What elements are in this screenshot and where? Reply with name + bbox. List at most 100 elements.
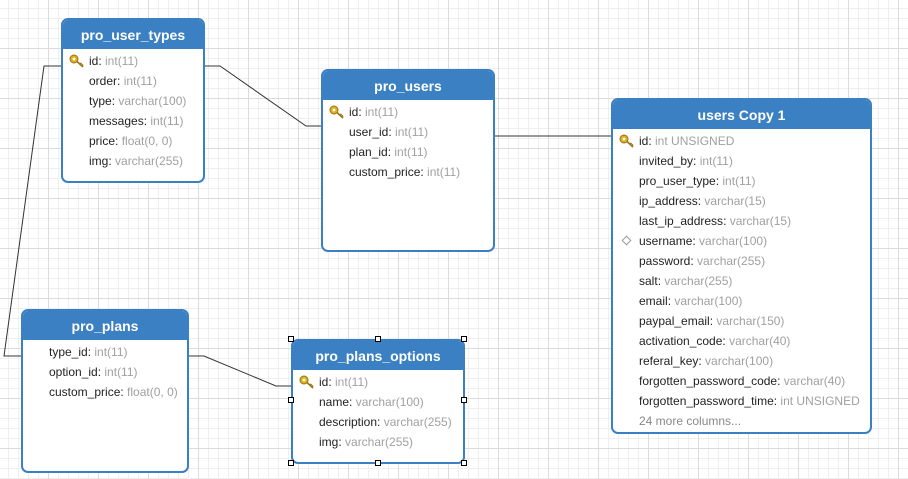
column-type: float(0, 0) xyxy=(121,134,173,148)
table-header: pro_plans_options xyxy=(293,341,463,370)
column-row[interactable]: email: varchar(100) xyxy=(639,294,743,308)
column-row[interactable]: salt: varchar(255) xyxy=(639,274,733,288)
column-type: int(11) xyxy=(699,154,733,168)
column-row[interactable]: order: int(11) xyxy=(89,74,157,88)
primary-key-icon xyxy=(69,54,85,68)
column-name: description xyxy=(319,415,378,429)
column-type: int(11) xyxy=(150,114,184,128)
column-row[interactable]: id: int(11) xyxy=(63,51,203,71)
column-row[interactable]: price: float(0, 0) xyxy=(89,134,173,148)
table-pro-plans[interactable]: pro_plans type_id: int(11) option_id: int… xyxy=(21,309,189,473)
column-row[interactable]: forgotten_password_code: varchar(40) xyxy=(639,374,846,388)
column-row[interactable]: pro_user_type: int(11) xyxy=(639,174,756,188)
column-name: pro_user_type xyxy=(639,174,716,188)
column-type: int(11) xyxy=(123,74,157,88)
column-row[interactable]: plan_id: int(11) xyxy=(349,145,428,159)
relation-plans-to-plans-options[interactable] xyxy=(188,355,292,387)
column-row[interactable]: user_id: int(11) xyxy=(349,125,429,139)
column-row[interactable]: ip_address: varchar(15) xyxy=(639,194,766,208)
column-row[interactable]: forgotten_password_time: int UNSIGNED xyxy=(639,394,860,408)
table-header: users Copy 1 xyxy=(613,100,870,129)
column-type: varchar(100) xyxy=(699,234,768,248)
primary-key-icon xyxy=(619,134,635,148)
column-type: int(11) xyxy=(427,165,461,179)
column-row[interactable]: activation_code: varchar(40) xyxy=(639,334,791,348)
column-type: varchar(100) xyxy=(355,395,424,409)
column-row[interactable]: type: varchar(100) xyxy=(89,94,187,108)
table-header: pro_user_types xyxy=(63,20,203,49)
column-name: activation_code xyxy=(639,334,723,348)
column-row[interactable]: referal_key: varchar(100) xyxy=(639,354,774,368)
relation-user-types-to-users[interactable] xyxy=(204,65,322,127)
column-row[interactable]: messages: int(11) xyxy=(89,114,184,128)
column-type: int UNSIGNED xyxy=(655,134,735,148)
column-row[interactable]: img: varchar(255) xyxy=(319,435,414,449)
column-row[interactable]: id: int(11) xyxy=(323,102,493,122)
table-users-copy-1[interactable]: users Copy 1 id: int UNSIGNED invited_by:… xyxy=(611,98,872,434)
column-name: plan_id xyxy=(349,145,388,159)
table-header: pro_users xyxy=(323,71,493,100)
column-row[interactable]: password: varchar(255) xyxy=(639,254,766,268)
column-row[interactable]: custom_price: int(11) xyxy=(349,165,461,179)
column-name: messages xyxy=(89,114,144,128)
column-row[interactable]: custom_price: float(0, 0) xyxy=(49,385,178,399)
more-columns-link[interactable]: 24 more columns... xyxy=(639,414,742,428)
column-row[interactable]: id: int UNSIGNED xyxy=(613,131,870,151)
column-row[interactable]: id: int(11) xyxy=(293,372,463,392)
column-name: option_id xyxy=(49,365,98,379)
column-name: forgotten_password_code xyxy=(639,374,778,388)
column-type: varchar(255) xyxy=(383,415,452,429)
column-name: password xyxy=(639,254,691,268)
column-type: int(11) xyxy=(394,145,428,159)
table-header: pro_plans xyxy=(23,311,187,340)
column-name: custom_price xyxy=(349,165,421,179)
index-icon xyxy=(621,235,632,246)
column-type: varchar(100) xyxy=(705,354,774,368)
column-type: varchar(40) xyxy=(729,334,791,348)
column-row[interactable]: invited_by: int(11) xyxy=(639,154,733,168)
column-name: paypal_email xyxy=(639,314,710,328)
table-pro-user-types[interactable]: pro_user_types id: int(11) order: int(11)… xyxy=(61,18,205,183)
column-row[interactable]: last_ip_address: varchar(15) xyxy=(639,214,792,228)
column-name: img xyxy=(89,154,109,168)
column-type: varchar(100) xyxy=(118,94,187,108)
column-name: type xyxy=(89,94,112,108)
resize-handle-nw[interactable] xyxy=(288,336,294,342)
column-type: int(11) xyxy=(104,365,138,379)
column-type: int(11) xyxy=(395,125,429,139)
column-name: invited_by xyxy=(639,154,694,168)
column-row[interactable]: type_id: int(11) xyxy=(49,345,128,359)
column-row[interactable]: option_id: int(11) xyxy=(49,365,138,379)
column-type: varchar(255) xyxy=(697,254,766,268)
resize-handle-w[interactable] xyxy=(288,397,294,403)
column-name: price xyxy=(89,134,116,148)
column-row[interactable]: paypal_email: varchar(150) xyxy=(639,314,785,328)
resize-handle-e[interactable] xyxy=(461,397,467,403)
column-row[interactable]: img: varchar(255) xyxy=(89,154,184,168)
column-type: varchar(40) xyxy=(783,374,846,388)
table-pro-users[interactable]: pro_users id: int(11) user_id: int(11) pla… xyxy=(321,69,495,252)
column-name: img xyxy=(319,435,339,449)
column-name: ip_address xyxy=(639,194,698,208)
column-name: id xyxy=(89,54,99,68)
resize-handle-sw[interactable] xyxy=(288,460,294,466)
column-name: type_id xyxy=(49,345,88,359)
column-type: int(11) xyxy=(722,174,756,188)
primary-key-icon xyxy=(329,105,345,119)
column-type: int(11) xyxy=(335,375,369,389)
resize-handle-n[interactable] xyxy=(375,336,381,342)
column-type: int(11) xyxy=(365,105,399,119)
column-type: varchar(100) xyxy=(674,294,743,308)
resize-handle-s[interactable] xyxy=(375,460,381,466)
column-row[interactable]: name: varchar(100) xyxy=(319,395,424,409)
column-type: varchar(150) xyxy=(716,314,785,328)
column-name: email xyxy=(639,294,668,308)
primary-key-icon xyxy=(299,375,315,389)
resize-handle-ne[interactable] xyxy=(461,336,467,342)
column-type: varchar(255) xyxy=(345,435,414,449)
column-row[interactable]: username: varchar(100) xyxy=(613,231,870,251)
table-pro-plans-options[interactable]: pro_plans_options id: int(11) name: varch… xyxy=(291,339,465,464)
resize-handle-se[interactable] xyxy=(461,460,467,466)
column-row[interactable]: description: varchar(255) xyxy=(319,415,452,429)
column-name: username xyxy=(639,234,693,248)
